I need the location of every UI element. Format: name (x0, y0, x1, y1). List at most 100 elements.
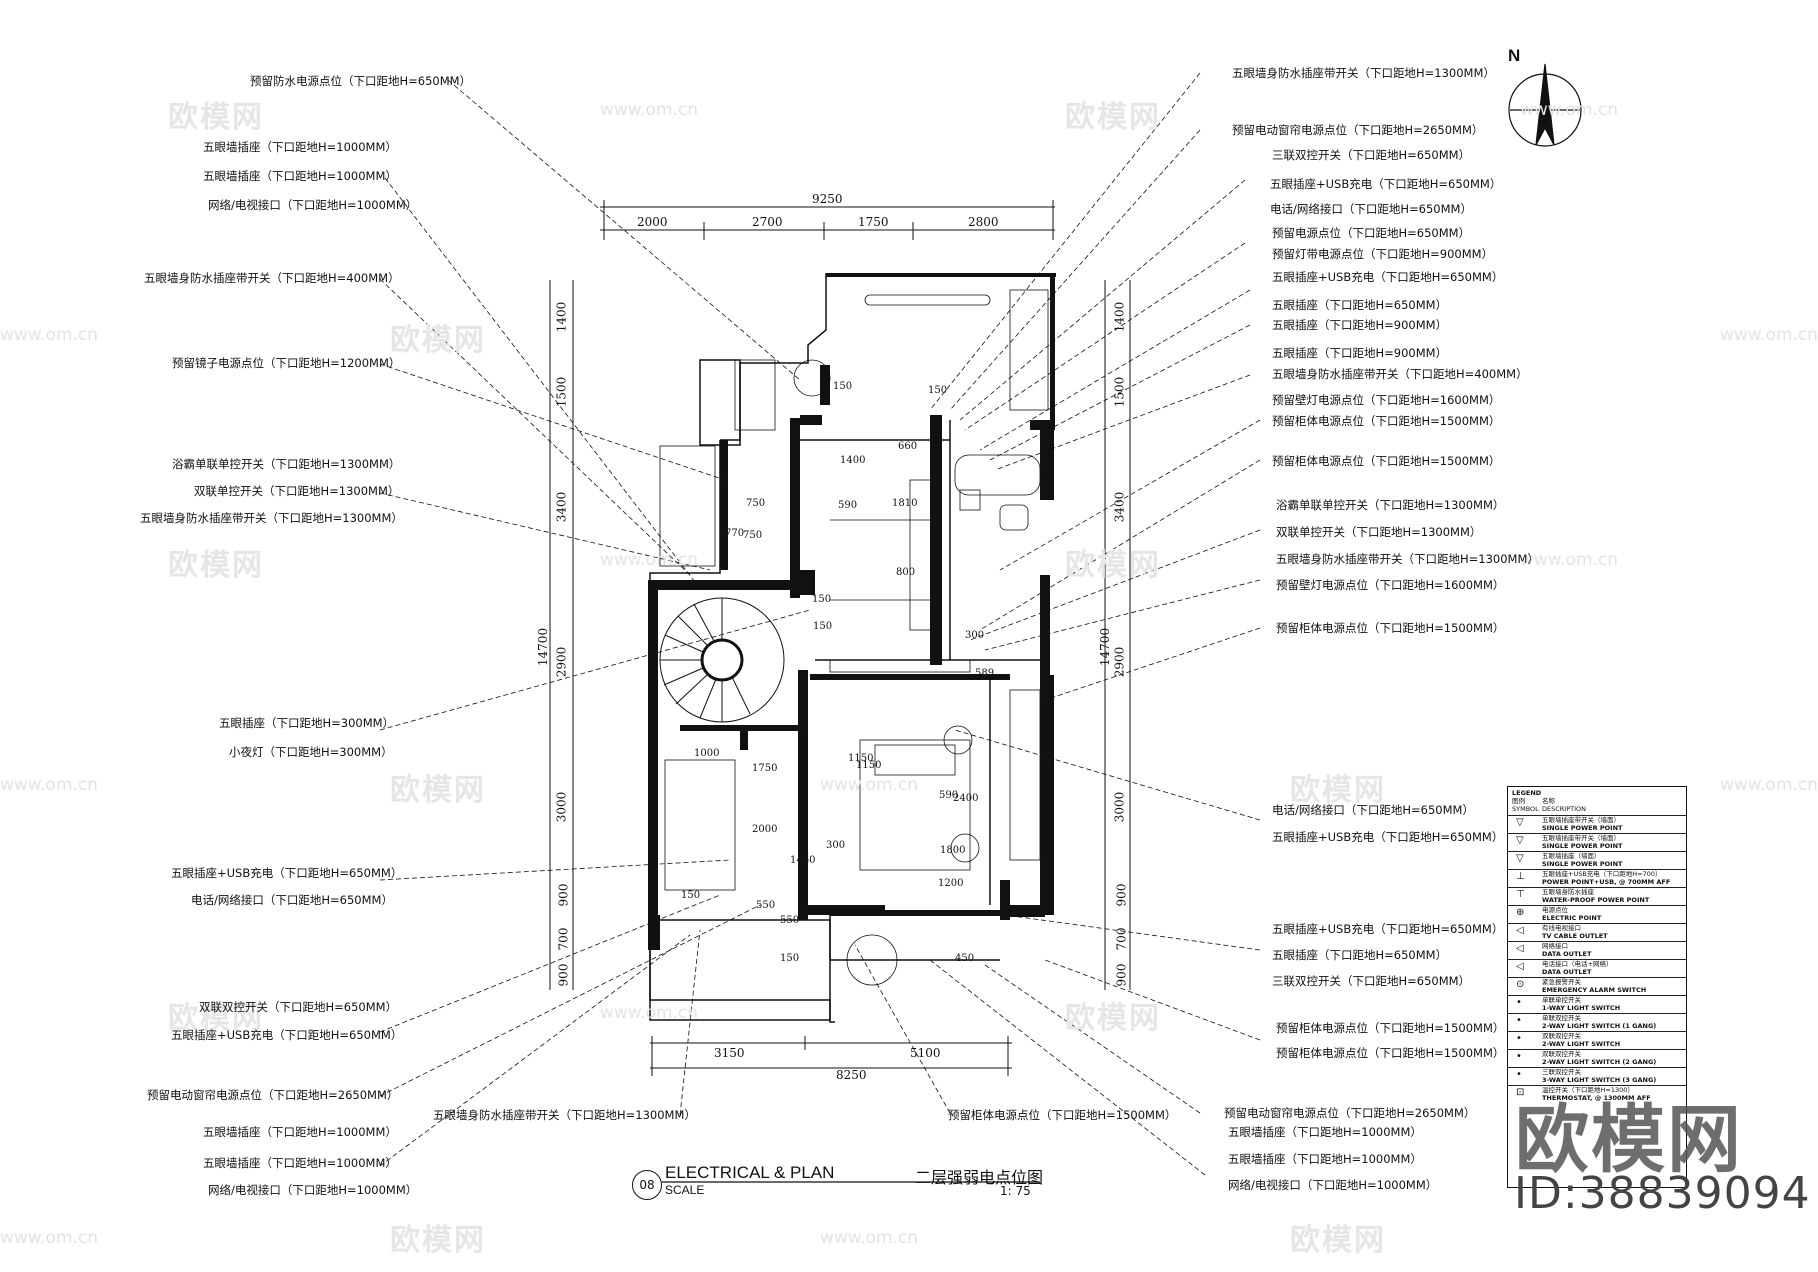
annotation-right: 电话/网络接口（下口距地H=650MM） (1272, 803, 1474, 817)
legend-symbol-icon: • (1516, 997, 1522, 1008)
dim-left-part: 900 (556, 963, 571, 987)
legend-en: DATA OUTLET (1542, 968, 1592, 976)
interior-dimension: 300 (965, 630, 985, 641)
annotation-right: 五眼插座+USB充电（下口距地H=650MM） (1272, 922, 1504, 936)
watermark-url: www.om.cn (1520, 550, 1619, 570)
annotation-left: 五眼插座（下口距地H=300MM） (219, 716, 395, 730)
interior-dimension: 150 (812, 594, 832, 605)
legend-en: EMERGENCY ALARM SWITCH (1542, 986, 1647, 994)
dim-left-part: 700 (556, 927, 571, 951)
watermark-logo: 欧模网 (168, 548, 264, 583)
legend-en: TV CABLE OUTLET (1542, 932, 1608, 940)
interior-dimension: 150 (928, 385, 948, 396)
annotation-right: 预留电源点位（下口距地H=650MM） (1272, 226, 1471, 240)
legend-cn: 单联双控开关 (1542, 1014, 1581, 1022)
walls (648, 273, 1056, 950)
interior-dimension: 1000 (694, 748, 720, 759)
annotation-left: 预留镜子电源点位（下口距地H=1200MM） (172, 356, 401, 370)
annotation-right: 五眼墙插座（下口距地H=1000MM） (1228, 1152, 1422, 1166)
interior-dimension: 800 (896, 567, 916, 578)
watermark-id: ID:38839094 (1514, 1168, 1811, 1219)
dim-bottom-part: 3150 (714, 1046, 745, 1060)
legend-en: 2-WAY LIGHT SWITCH (1 GANG) (1542, 1022, 1657, 1030)
legend-header: SYMBOL (1512, 805, 1539, 813)
legend-en: DATA OUTLET (1542, 950, 1592, 958)
legend-cn: 温控开关（下口距地H=1300） (1542, 1086, 1634, 1094)
spiral-stair (659, 597, 785, 723)
legend-row: ⊥五眼插座+USB充电（下口距地H=700）POWER POINT+USB, @… (1508, 869, 1686, 887)
interior-dimension: 1200 (938, 878, 964, 889)
annotation-right: 预留柜体电源点位（下口距地H=1500MM） (1272, 414, 1501, 428)
annotation-right: 三联双控开关（下口距地H=650MM） (1272, 148, 1471, 162)
watermark-logo-large: 欧模网 (1515, 1097, 1743, 1183)
legend-row: ⊡温控开关（下口距地H=1300）THERMOSTAT, @ 1300MM AF… (1508, 1085, 1686, 1103)
annotation-right: 五眼墙身防水插座带开关（下口距地H=1300MM） (1276, 552, 1539, 566)
drawing-title-en: ELECTRICAL & PLAN (665, 1163, 835, 1182)
legend-cn: 五眼插座+USB充电（下口距地H=700） (1542, 870, 1662, 878)
interior-dimension: 150 (833, 381, 853, 392)
interior-dimension: 590 (939, 790, 959, 801)
annotation-right: 双联单控开关（下口距地H=1300MM） (1276, 525, 1482, 539)
legend-cn: 电源点位 (1542, 906, 1568, 914)
legend-en: THERMOSTAT, @ 1300MM AFF (1542, 1094, 1651, 1102)
annotation-right: 电话/网络接口（下口距地H=650MM） (1270, 202, 1472, 216)
watermark-url: www.om.cn (1720, 775, 1818, 795)
legend-symbol-icon: ▽ (1516, 853, 1524, 864)
watermark-url: www.om.cn (1720, 325, 1818, 345)
watermark-logo: 欧模网 (390, 1223, 486, 1258)
dim-bottom-part: 5100 (910, 1046, 941, 1060)
legend-header: 名称 (1542, 797, 1555, 805)
annotation-right: 预留灯带电源点位（下口距地H=900MM） (1272, 247, 1494, 261)
legend-en: POWER POINT+USB, @ 700MM AFF (1542, 878, 1671, 886)
watermark-url: www.om.cn (600, 1003, 699, 1023)
annotation-left: 预留防水电源点位（下口距地H=650MM） (250, 74, 472, 88)
annotation-left: 五眼墙插座（下口距地H=1000MM） (203, 1125, 397, 1139)
watermark-logo: 欧模网 (390, 773, 486, 808)
annotation-left: 小夜灯（下口距地H=300MM） (229, 745, 393, 759)
interior-dimension: 550 (756, 900, 776, 911)
watermark-url: www.om.cn (820, 1228, 919, 1248)
legend-en: 1-WAY LIGHT SWITCH (1542, 1004, 1621, 1012)
legend-cn: 有线电视接口 (1542, 924, 1581, 932)
north-label: N (1508, 46, 1521, 65)
legend-symbol-icon: ⊙ (1516, 979, 1525, 990)
watermark-logo: 欧模网 (1065, 548, 1161, 583)
interior-dimension: 300 (826, 840, 846, 851)
interior-dimension: 770 (725, 528, 745, 539)
interior-dimension: 589 (975, 668, 995, 679)
dim-right-part: 900 (1114, 963, 1129, 987)
legend-en: SINGLE POWER POINT (1542, 860, 1623, 868)
annotation-left: 网络/电视接口（下口距地H=1000MM） (208, 198, 418, 212)
interior-dimension: 1750 (752, 763, 778, 774)
interior-dimension: 550 (780, 915, 800, 926)
legend-symbol-icon: ◁ (1516, 943, 1524, 954)
annotation-left: 五眼墙插座（下口距地H=1000MM） (203, 140, 397, 154)
legend-header: 图例 (1512, 797, 1525, 805)
legend-table: LEGEND 图例 名称 SYMBOL DESCRIPTION ▽五眼墙插座带开… (1507, 786, 1687, 1188)
interior-dimension: 1150 (856, 760, 882, 771)
furniture (659, 289, 1049, 986)
annotation-left: 五眼墙插座（下口距地H=1000MM） (203, 169, 397, 183)
legend-en: SINGLE POWER POINT (1542, 824, 1623, 832)
legend-cn: 五眼墙身防水插座 (1542, 888, 1594, 896)
annotation-right: 浴霸单联单控开关（下口距地H=1300MM） (1276, 498, 1505, 512)
annotation-right: 五眼墙插座（下口距地H=1000MM） (1228, 1125, 1422, 1139)
annotation-right: 预留电动窗帘电源点位（下口距地H=2650MM） (1232, 123, 1484, 137)
watermark-logo: 欧模网 (1065, 100, 1161, 135)
annotation-right: 五眼插座+USB充电（下口距地H=650MM） (1272, 270, 1504, 284)
watermark-logo: 欧模网 (168, 100, 264, 135)
north-arrow (1508, 63, 1582, 147)
interior-dimension: 590 (838, 500, 858, 511)
annotation-left: 五眼墙插座（下口距地H=1000MM） (203, 1156, 397, 1170)
drawing-number: 08 (632, 1170, 662, 1200)
dim-top-total: 9250 (812, 192, 843, 206)
watermark-url: www.om.cn (0, 1228, 99, 1248)
annotation-left: 五眼插座+USB充电（下口距地H=650MM） (171, 1028, 403, 1042)
legend-symbol-icon: ▽ (1516, 817, 1524, 828)
interior-dimension: 1800 (940, 845, 966, 856)
